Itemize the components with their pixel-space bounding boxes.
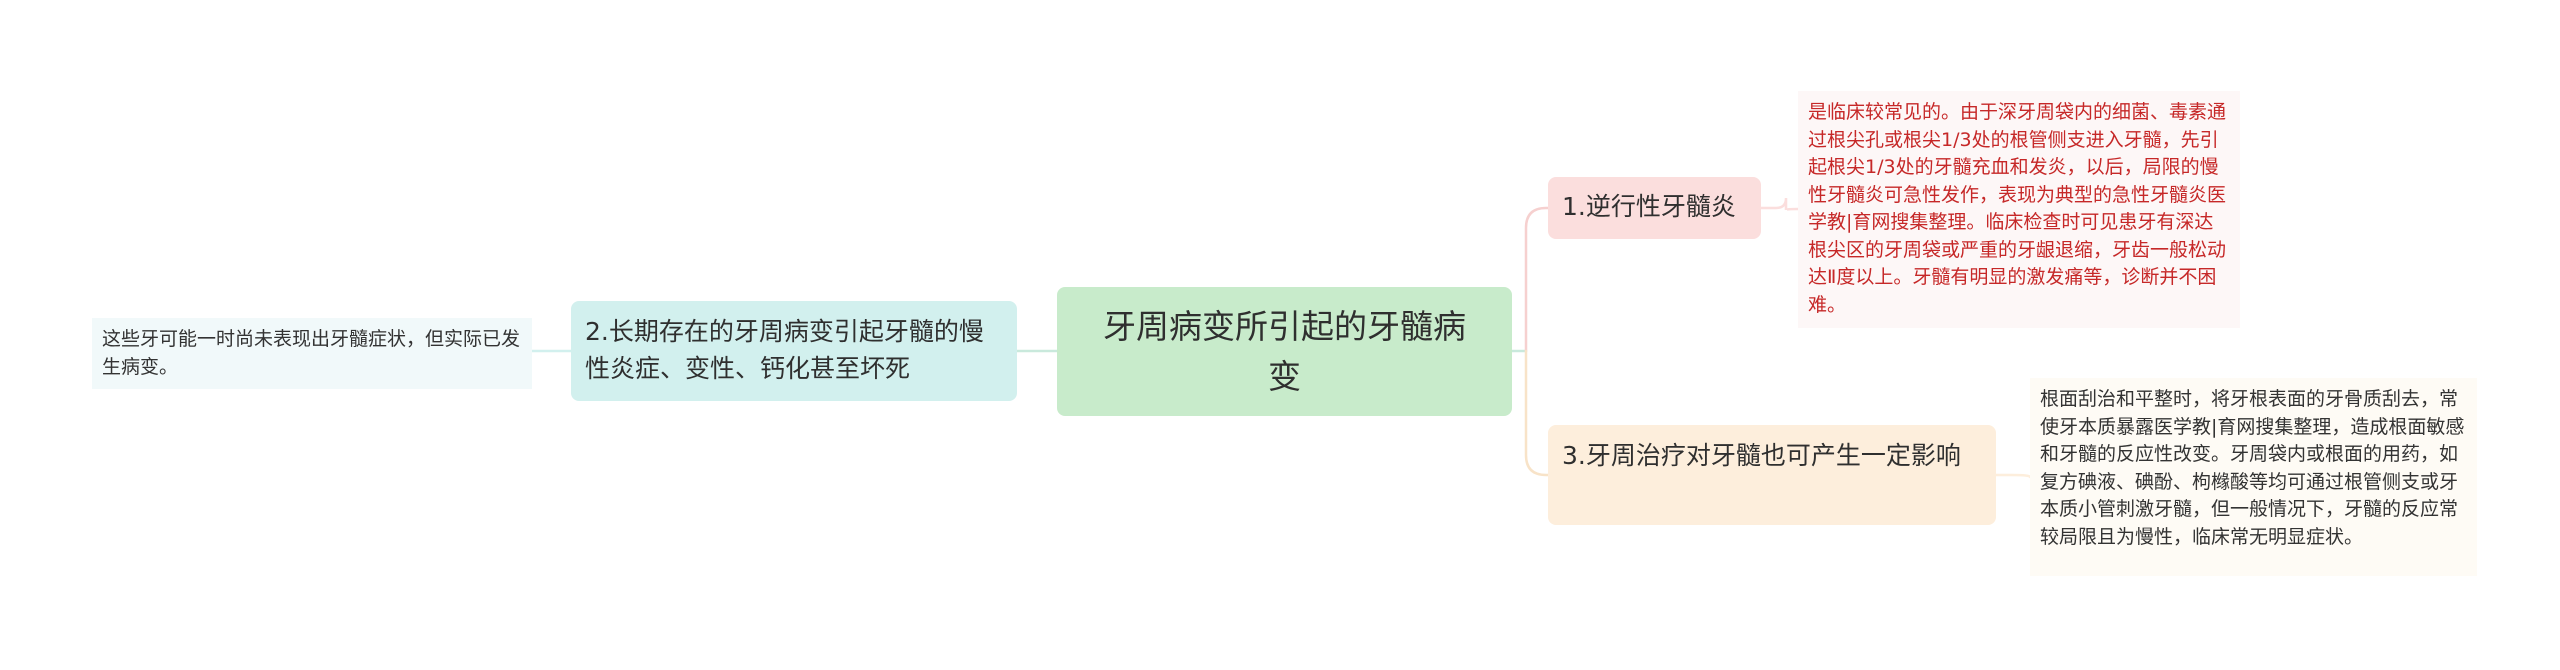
note-node-3[interactable]: 根面刮治和平整时，将牙根表面的牙骨质刮去，常使牙本质暴露医学教|育网搜集整理，造… [2030,378,2477,576]
note-node-2-text: 这些牙可能一时尚未表现出牙髓症状，但实际已发生病变。 [102,328,521,378]
branch-node-1-text: 1.逆行性牙髓炎 [1562,192,1736,221]
branch-node-3[interactable]: 3.牙周治疗对牙髓也可产生一定影响 [1548,425,1996,525]
central-topic[interactable]: 牙周病变所引起的牙髓病变 [1057,287,1512,416]
note-node-2[interactable]: 这些牙可能一时尚未表现出牙髓症状，但实际已发生病变。 [92,318,532,389]
branch-node-2-text: 2.长期存在的牙周病变引起牙髓的慢性炎症、变性、钙化甚至坏死 [585,317,984,383]
connector-note1 [1759,197,1800,212]
note-node-1-text: 是临床较常见的。由于深牙周袋内的细菌、毒素通过根尖孔或根尖1/3处的根管侧支进入… [1808,101,2227,316]
connector-branch3 [1524,349,1550,477]
branch-node-1[interactable]: 1.逆行性牙髓炎 [1548,177,1761,239]
connector-branch1 [1524,206,1550,353]
branch-node-2[interactable]: 2.长期存在的牙周病变引起牙髓的慢性炎症、变性、钙化甚至坏死 [571,301,1017,401]
branch-node-3-text: 3.牙周治疗对牙髓也可产生一定影响 [1562,441,1961,470]
connector-note3 [1994,473,2032,479]
note-node-3-text: 根面刮治和平整时，将牙根表面的牙骨质刮去，常使牙本质暴露医学教|育网搜集整理，造… [2040,388,2465,548]
note-node-1[interactable]: 是临床较常见的。由于深牙周袋内的细菌、毒素通过根尖孔或根尖1/3处的根管侧支进入… [1798,91,2240,328]
central-topic-text: 牙周病变所引起的牙髓病变 [1103,306,1466,396]
